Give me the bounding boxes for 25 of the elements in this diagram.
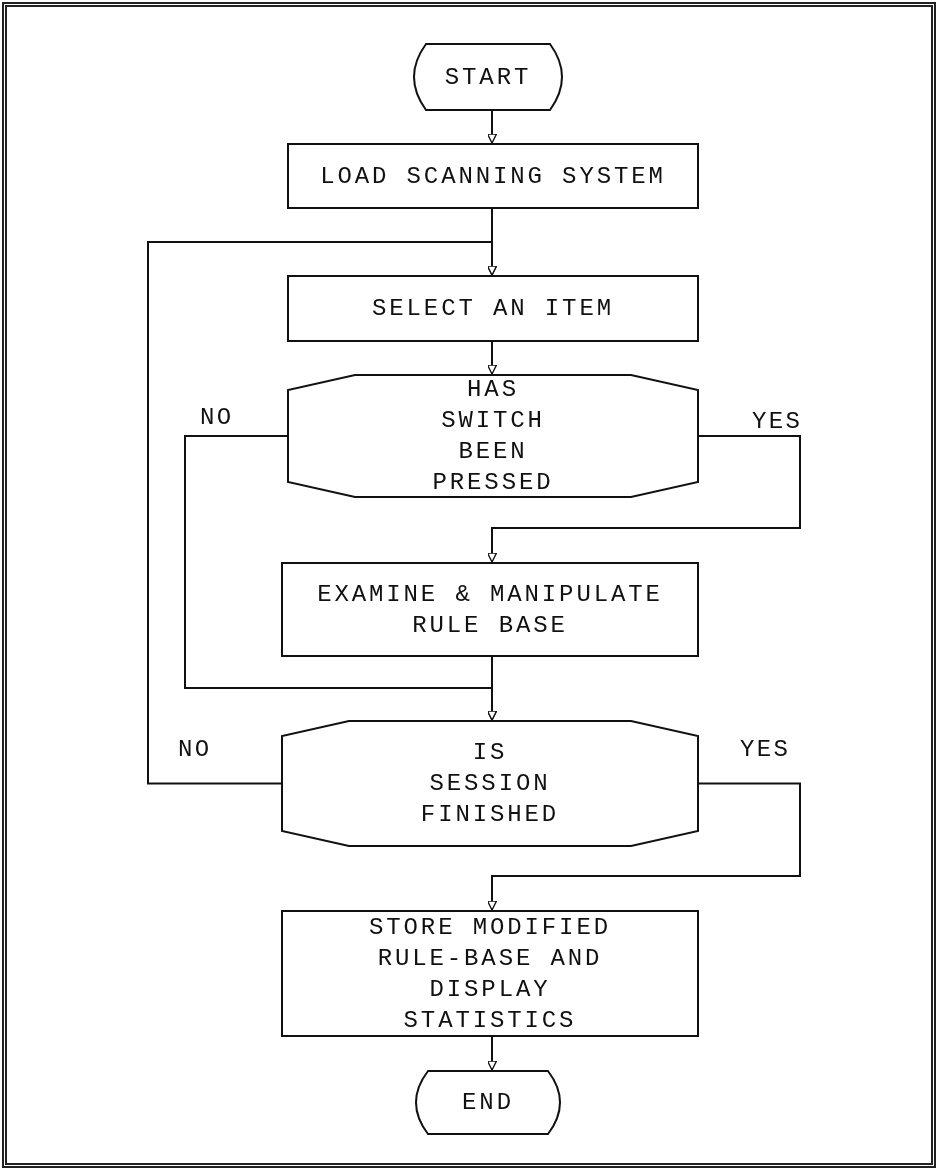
process-box: [281, 910, 699, 1037]
node-label: EXAMINE & MANIPULATE RULE BASE: [316, 579, 664, 641]
node-label: HAS SWITCH BEEN PRESSED: [431, 375, 555, 498]
edge-label: YES: [752, 410, 803, 434]
edge-label: NO: [200, 406, 234, 430]
decision-octagon: [281, 720, 699, 847]
node-label: LOAD SCANNING SYSTEM: [319, 161, 667, 192]
node-label: START: [443, 62, 533, 93]
edge-label: YES: [740, 738, 791, 762]
arrow: [486, 1036, 498, 1071]
process-box: [281, 562, 699, 657]
arrow: [147, 241, 498, 785]
arrow: [486, 341, 498, 375]
arrow: [486, 782, 801, 911]
node-label: SELECT AN ITEM: [371, 294, 615, 324]
process-box: [287, 143, 699, 209]
node-label: STORE MODIFIED RULE-BASE AND DISPLAY STATISTICS: [368, 912, 612, 1036]
arrow: [486, 110, 498, 144]
process-box: [287, 275, 699, 342]
node-label: END: [461, 1088, 515, 1118]
node-label: IS SESSION FINISHED: [419, 738, 561, 830]
decision-octagon: [287, 374, 699, 498]
arrow: [486, 435, 801, 563]
arrow: [486, 656, 498, 721]
edge-label: NO: [178, 738, 212, 762]
